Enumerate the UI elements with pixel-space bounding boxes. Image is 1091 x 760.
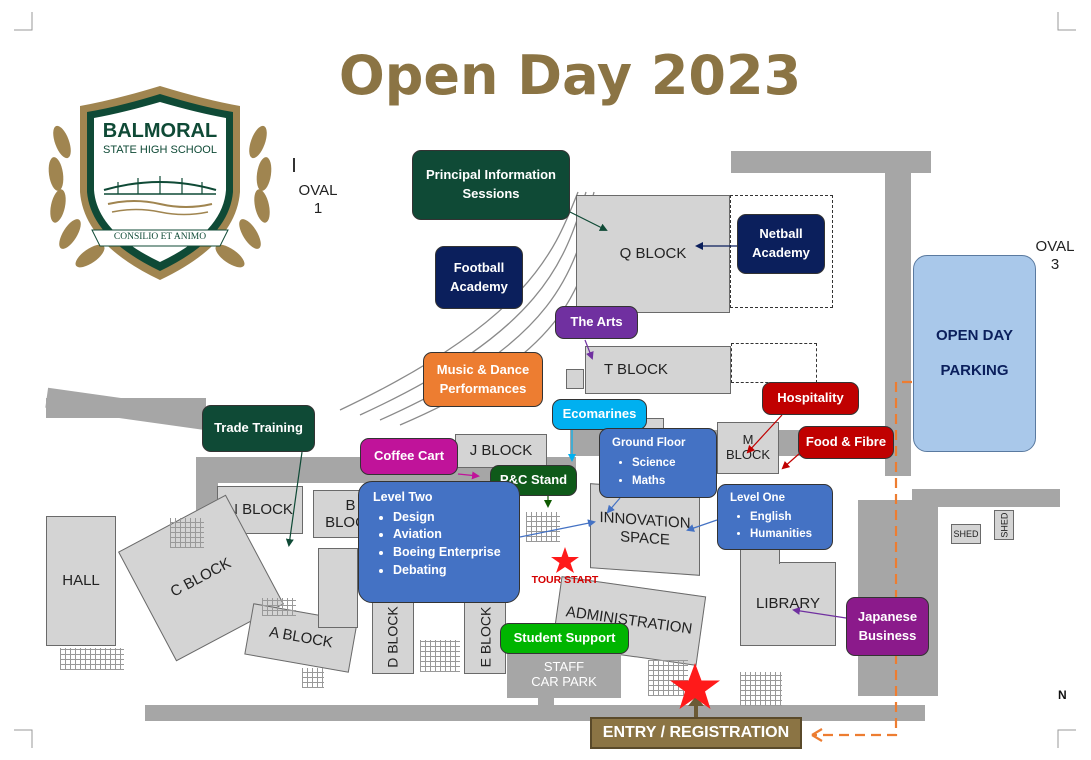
road-top — [731, 151, 931, 173]
q-block: Q BLOCK — [576, 195, 730, 313]
tour-start-label: TOUR START — [531, 574, 599, 586]
level-one-title: Level One — [730, 492, 785, 504]
hatch-area — [302, 668, 324, 688]
logo-name: BALMORAL — [102, 120, 218, 142]
label-football-academy[interactable]: Football Academy — [435, 246, 523, 309]
label-student-support[interactable]: Student Support — [500, 623, 629, 654]
j-block: J BLOCK — [455, 434, 547, 468]
list-item: Boeing Enterprise — [393, 545, 501, 561]
hatch-area — [420, 640, 460, 672]
label-netball-academy[interactable]: Netball Academy — [737, 214, 825, 274]
list-item: Debating — [393, 563, 501, 579]
list-item: Humanities — [750, 527, 812, 542]
label-coffee-cart[interactable]: Coffee Cart — [360, 438, 458, 475]
shed-2: SHED — [994, 510, 1014, 540]
label-hospitality[interactable]: Hospitality — [762, 382, 859, 415]
logo-subname: STATE HIGH SCHOOL — [103, 144, 217, 156]
list-item: Science — [632, 455, 675, 471]
logo-motto: CONSILIO ET ANIMO — [113, 232, 207, 242]
library: LIBRARY — [740, 562, 836, 646]
hatch-area — [60, 648, 124, 670]
list-item: Design — [393, 510, 501, 526]
label-ground-floor[interactable]: Ground Floor Science Maths — [599, 428, 717, 498]
small-hut — [566, 369, 584, 389]
t-block: T BLOCK — [585, 346, 731, 394]
label-principal-info[interactable]: Principal Information Sessions — [412, 150, 570, 220]
ground-floor-title: Ground Floor — [612, 437, 686, 449]
list-item: Aviation — [393, 527, 501, 543]
level-two-list: Design Aviation Boeing Enterprise Debati… — [373, 508, 501, 581]
label-trade-training[interactable]: Trade Training — [202, 405, 315, 452]
entry-registration[interactable]: ENTRY / REGISTRATION — [590, 717, 802, 749]
shed-1: SHED — [951, 524, 981, 544]
q-block-annex — [730, 195, 833, 308]
label-music-dance[interactable]: Music & Dance Performances — [423, 352, 543, 407]
road-east-branch — [912, 489, 1060, 507]
hatch-area — [648, 660, 688, 696]
label-ecomarines[interactable]: Ecomarines — [552, 399, 647, 430]
label-food-fibre[interactable]: Food & Fibre — [798, 426, 894, 459]
hall: HALL — [46, 516, 116, 646]
a-block-wing — [318, 548, 358, 628]
list-item: Maths — [632, 473, 675, 489]
label-level-one[interactable]: Level One English Humanities — [717, 484, 833, 550]
label-japanese-business[interactable]: Japanese Business — [846, 597, 929, 656]
m-block: M BLOCK — [717, 422, 779, 474]
hatch-area — [740, 672, 782, 706]
label-level-two[interactable]: Level Two Design Aviation Boeing Enterpr… — [358, 481, 520, 603]
hatch-area — [526, 512, 560, 542]
page-title: Open Day 2023 — [338, 44, 802, 107]
oval-3: OVAL 3 — [1035, 238, 1075, 273]
road-east-vertical — [885, 151, 911, 476]
open-day-parking[interactable]: OPEN DAY PARKING — [913, 255, 1036, 452]
school-logo: BALMORAL STATE HIGH SCHOOL CONSILIO ET A… — [40, 82, 280, 282]
list-item: English — [750, 510, 812, 525]
north-indicator: N — [1058, 688, 1067, 702]
oval-1: OVAL 1 — [298, 182, 338, 217]
label-the-arts[interactable]: The Arts — [555, 306, 638, 339]
hatch-area — [262, 598, 296, 616]
level-one-list: English Humanities — [730, 508, 812, 544]
d-block: D BLOCK — [372, 600, 414, 674]
staff-car-park: STAFF CAR PARK — [507, 652, 621, 698]
laurel-icon — [48, 86, 272, 280]
ground-floor-list: Science Maths — [612, 453, 675, 491]
hatch-area — [170, 518, 204, 548]
oval-1-marker — [293, 158, 295, 172]
level-two-title: Level Two — [373, 490, 433, 504]
